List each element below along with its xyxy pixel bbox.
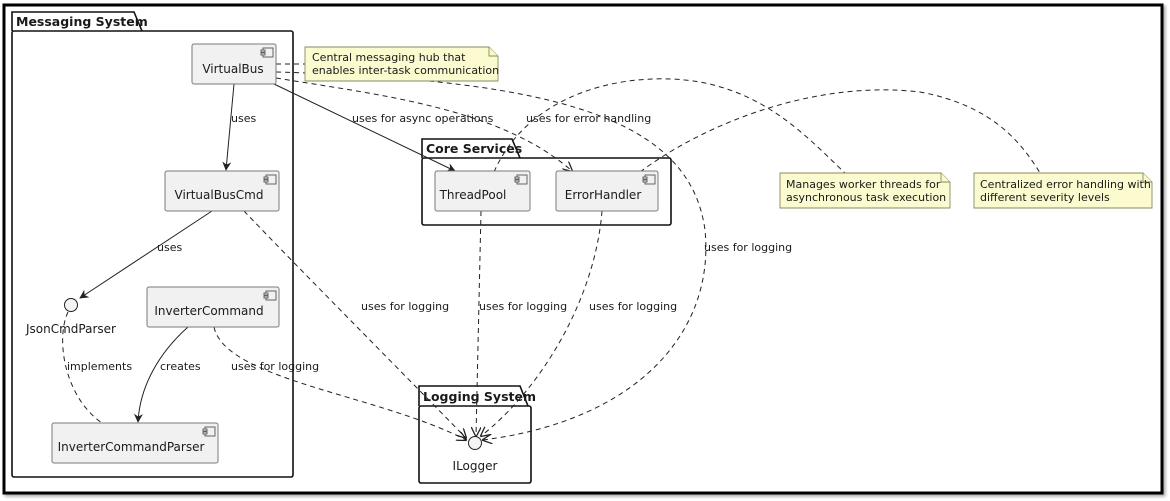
interface-ilogger[interactable]: ILogger (453, 436, 498, 474)
edge-label-invcmd-logger: uses for logging (231, 360, 319, 373)
component-errorhandler-label: ErrorHandler (565, 188, 642, 202)
component-errorhandler[interactable]: ErrorHandler (555, 170, 659, 212)
component-invertercommand[interactable]: InverterCommand (146, 286, 280, 328)
edge-vb-threadpool (273, 83, 456, 172)
edge-label-json-parser: implements (67, 360, 132, 373)
note-threadpool-line1: Manages worker threads for (786, 178, 941, 191)
edge-vb-errorhandler (275, 77, 572, 171)
component-invertercommandparser[interactable]: InverterCommandParser (51, 422, 219, 464)
component-virtualbus[interactable]: VirtualBus (191, 43, 277, 85)
note-threadpool-line2: asynchronous task execution (786, 191, 946, 204)
component-virtualbus-label: VirtualBus (202, 62, 263, 76)
package-logging-title: Logging System (423, 389, 536, 404)
edge-threadpool-logger (476, 210, 482, 436)
edge-vb-vbcmd (222, 83, 235, 171)
edge-invcmd-logger (213, 326, 466, 440)
component-virtualbuscmd-label: VirtualBusCmd (175, 188, 264, 202)
edge-invcmd-parser (133, 326, 189, 423)
component-icon (260, 47, 274, 58)
note-threadpool: Manages worker threads for asynchronous … (779, 172, 951, 209)
package-messaging-title: Messaging System (16, 14, 148, 29)
edge-errorhandler-logger (481, 210, 603, 436)
edge-vbcmd-json (79, 210, 213, 299)
edge-label-vb-logger: uses for logging (704, 241, 792, 254)
edge-label-invcmd-parser: creates (160, 360, 201, 373)
package-core-title: Core Services (426, 141, 522, 156)
note-virtualbus-line2: enables inter-task communication (312, 64, 499, 77)
component-icon (202, 426, 216, 437)
edge-label-vbcmd-json: uses (157, 241, 182, 254)
component-icon (514, 174, 528, 185)
edge-vb-logger (275, 71, 707, 440)
note-errorhandler-line2: different severity levels (980, 191, 1110, 204)
interface-ilogger-label: ILogger (453, 459, 498, 473)
interface-jsoncmdparser-label: JsonCmdParser (25, 322, 116, 336)
note-connector-threadpool (493, 78, 846, 174)
edge-label-vb-vbcmd: uses (231, 112, 256, 125)
note-virtualbus: Central messaging hub that enables inter… (304, 46, 499, 82)
note-errorhandler: Centralized error handling with differen… (973, 172, 1153, 209)
component-invertercommandparser-label: InverterCommandParser (58, 440, 205, 454)
note-virtualbus-line1: Central messaging hub that (312, 51, 466, 64)
component-virtualbuscmd[interactable]: VirtualBusCmd (164, 170, 280, 212)
edge-json-parser (62, 311, 106, 426)
note-errorhandler-line1: Centralized error handling with (980, 178, 1151, 191)
component-invertercommand-label: InverterCommand (154, 304, 263, 318)
component-icon (642, 174, 656, 185)
component-threadpool-label: ThreadPool (439, 188, 507, 202)
package-messaging-system: Messaging System (11, 11, 294, 478)
edge-label-threadpool-logger: uses for logging (479, 300, 567, 313)
edges: uses uses implements creates uses for as… (62, 63, 1041, 440)
component-threadpool[interactable]: ThreadPool (434, 170, 531, 212)
interface-jsoncmdparser[interactable]: JsonCmdParser (25, 298, 116, 337)
edge-label-errorhandler-logger: uses for logging (589, 300, 677, 313)
edge-label-vb-errorhandler: uses for error handling (526, 112, 651, 125)
note-connector-errorhandler (639, 89, 1041, 174)
edge-vbcmd-logger (243, 210, 466, 438)
component-icon (263, 174, 277, 185)
component-icon (263, 290, 277, 301)
edge-label-vb-threadpool: uses for async operations (352, 112, 494, 125)
edge-label-vbcmd-logger: uses for logging (361, 300, 449, 313)
